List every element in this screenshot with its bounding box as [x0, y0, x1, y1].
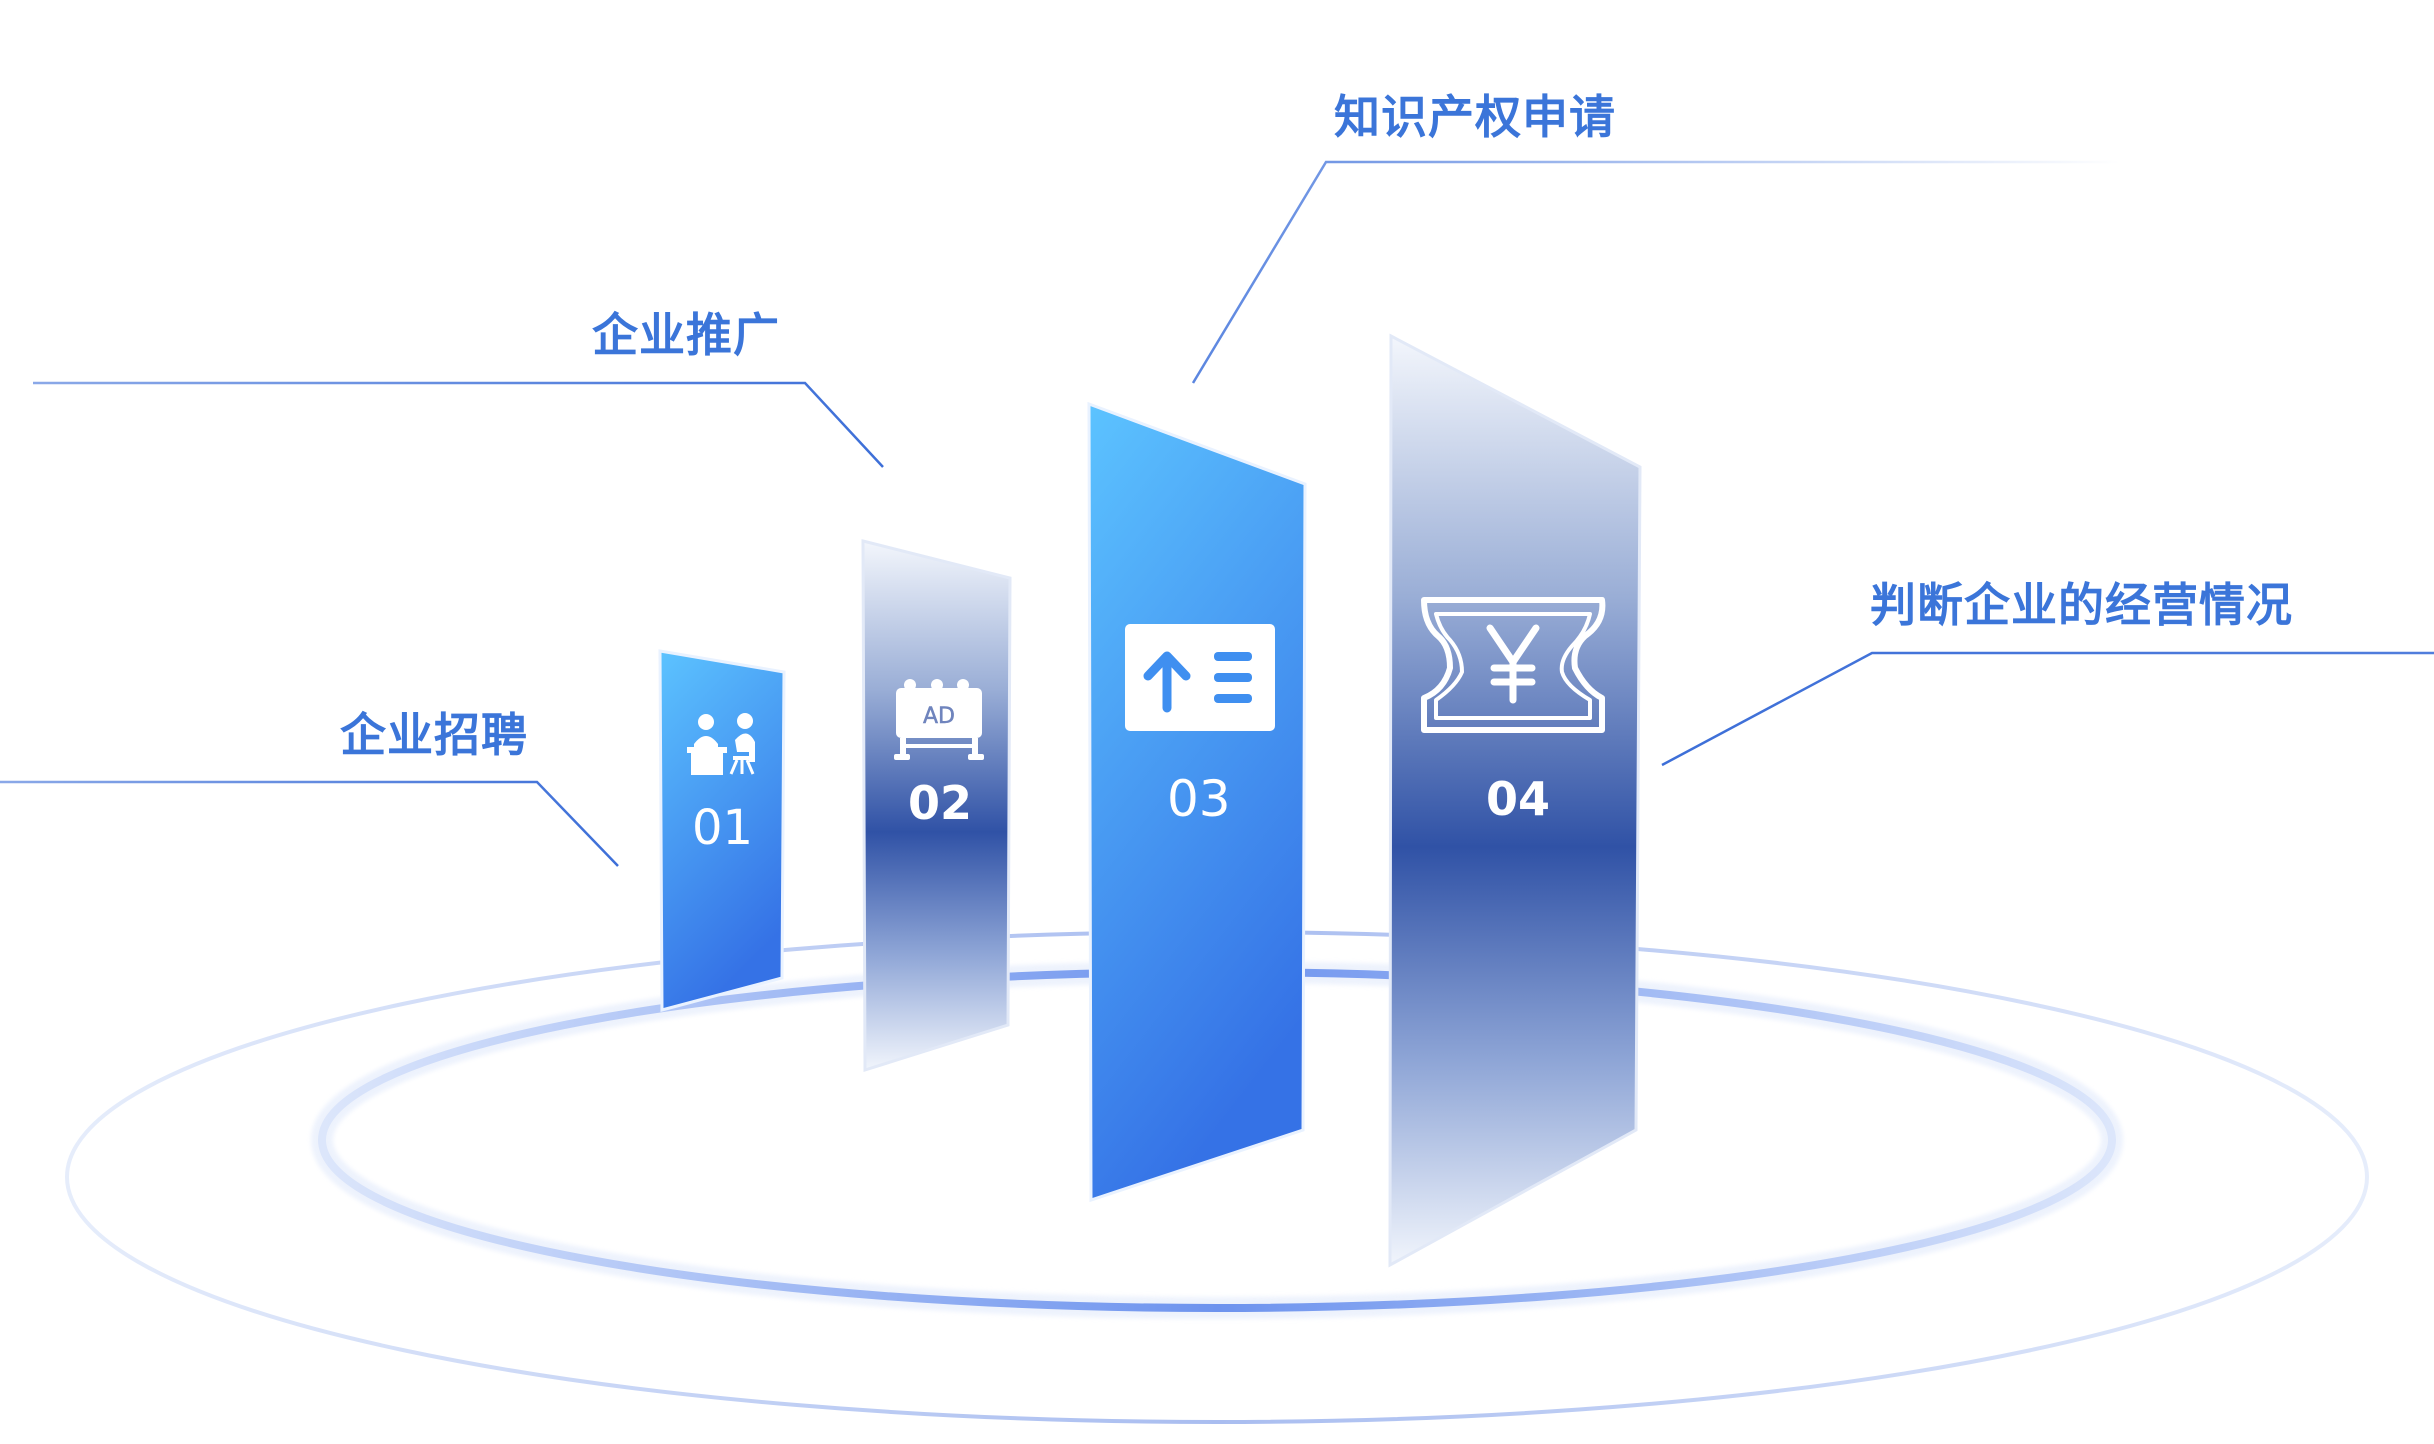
item-number-04: 04: [1486, 772, 1551, 826]
item-label-01: 企业招聘: [340, 708, 528, 762]
item-label-04: 判断企业的经营情况: [1870, 578, 2293, 632]
leader-line-01: [0, 780, 619, 867]
upload-list-icon: [1125, 624, 1275, 731]
leader-line-04: [1661, 651, 2434, 767]
leader-lines: [0, 160, 2434, 867]
item-number-02: 02: [908, 776, 973, 830]
item-label-03: 知识产权申请: [1334, 90, 1616, 144]
item-number-01: 01: [692, 800, 754, 856]
svg-text:AD: AD: [923, 704, 955, 729]
item-number-03: 03: [1167, 770, 1231, 828]
panel-04: [1388, 333, 1642, 1268]
panel-02: [861, 539, 1012, 1073]
ad-billboard-icon: AD: [894, 679, 984, 760]
panels: [658, 333, 1642, 1268]
recruitment-interview-icon: [687, 713, 755, 775]
leader-line-02: [33, 381, 884, 468]
yuan-ticket-icon: [1421, 597, 1606, 733]
panel-03: [1087, 401, 1307, 1203]
item-label-02: 企业推广: [592, 308, 780, 362]
leader-line-03: [1191, 160, 2120, 384]
